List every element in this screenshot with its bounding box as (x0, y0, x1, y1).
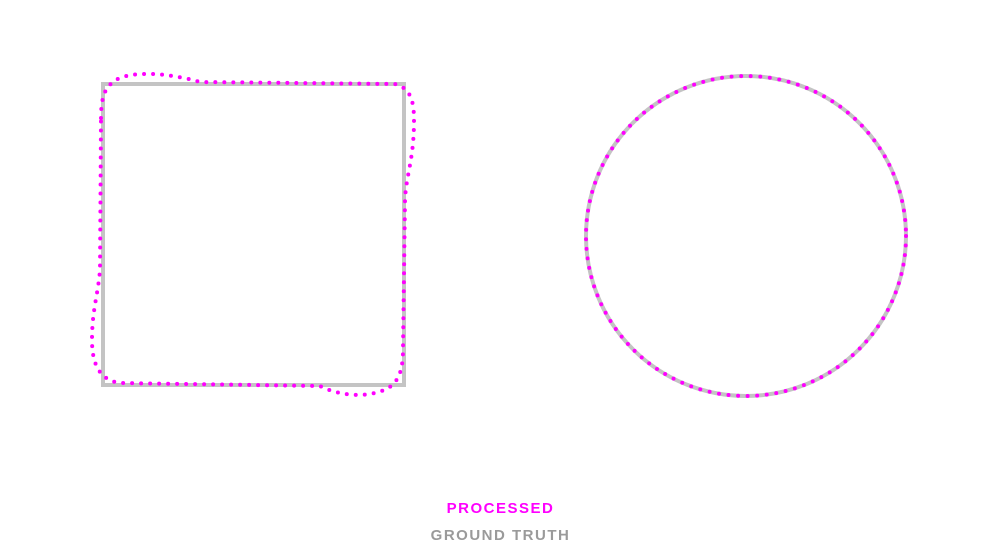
square-ground-truth (101, 82, 406, 387)
square-comparison (89, 71, 417, 397)
legend-ground-truth-label: GROUND TRUTH (430, 527, 571, 544)
circle-comparison (584, 74, 908, 398)
circle-processed-contour (584, 74, 908, 398)
square-processed-contour (89, 71, 417, 397)
legend-processed-label: PROCESSED (446, 500, 555, 517)
